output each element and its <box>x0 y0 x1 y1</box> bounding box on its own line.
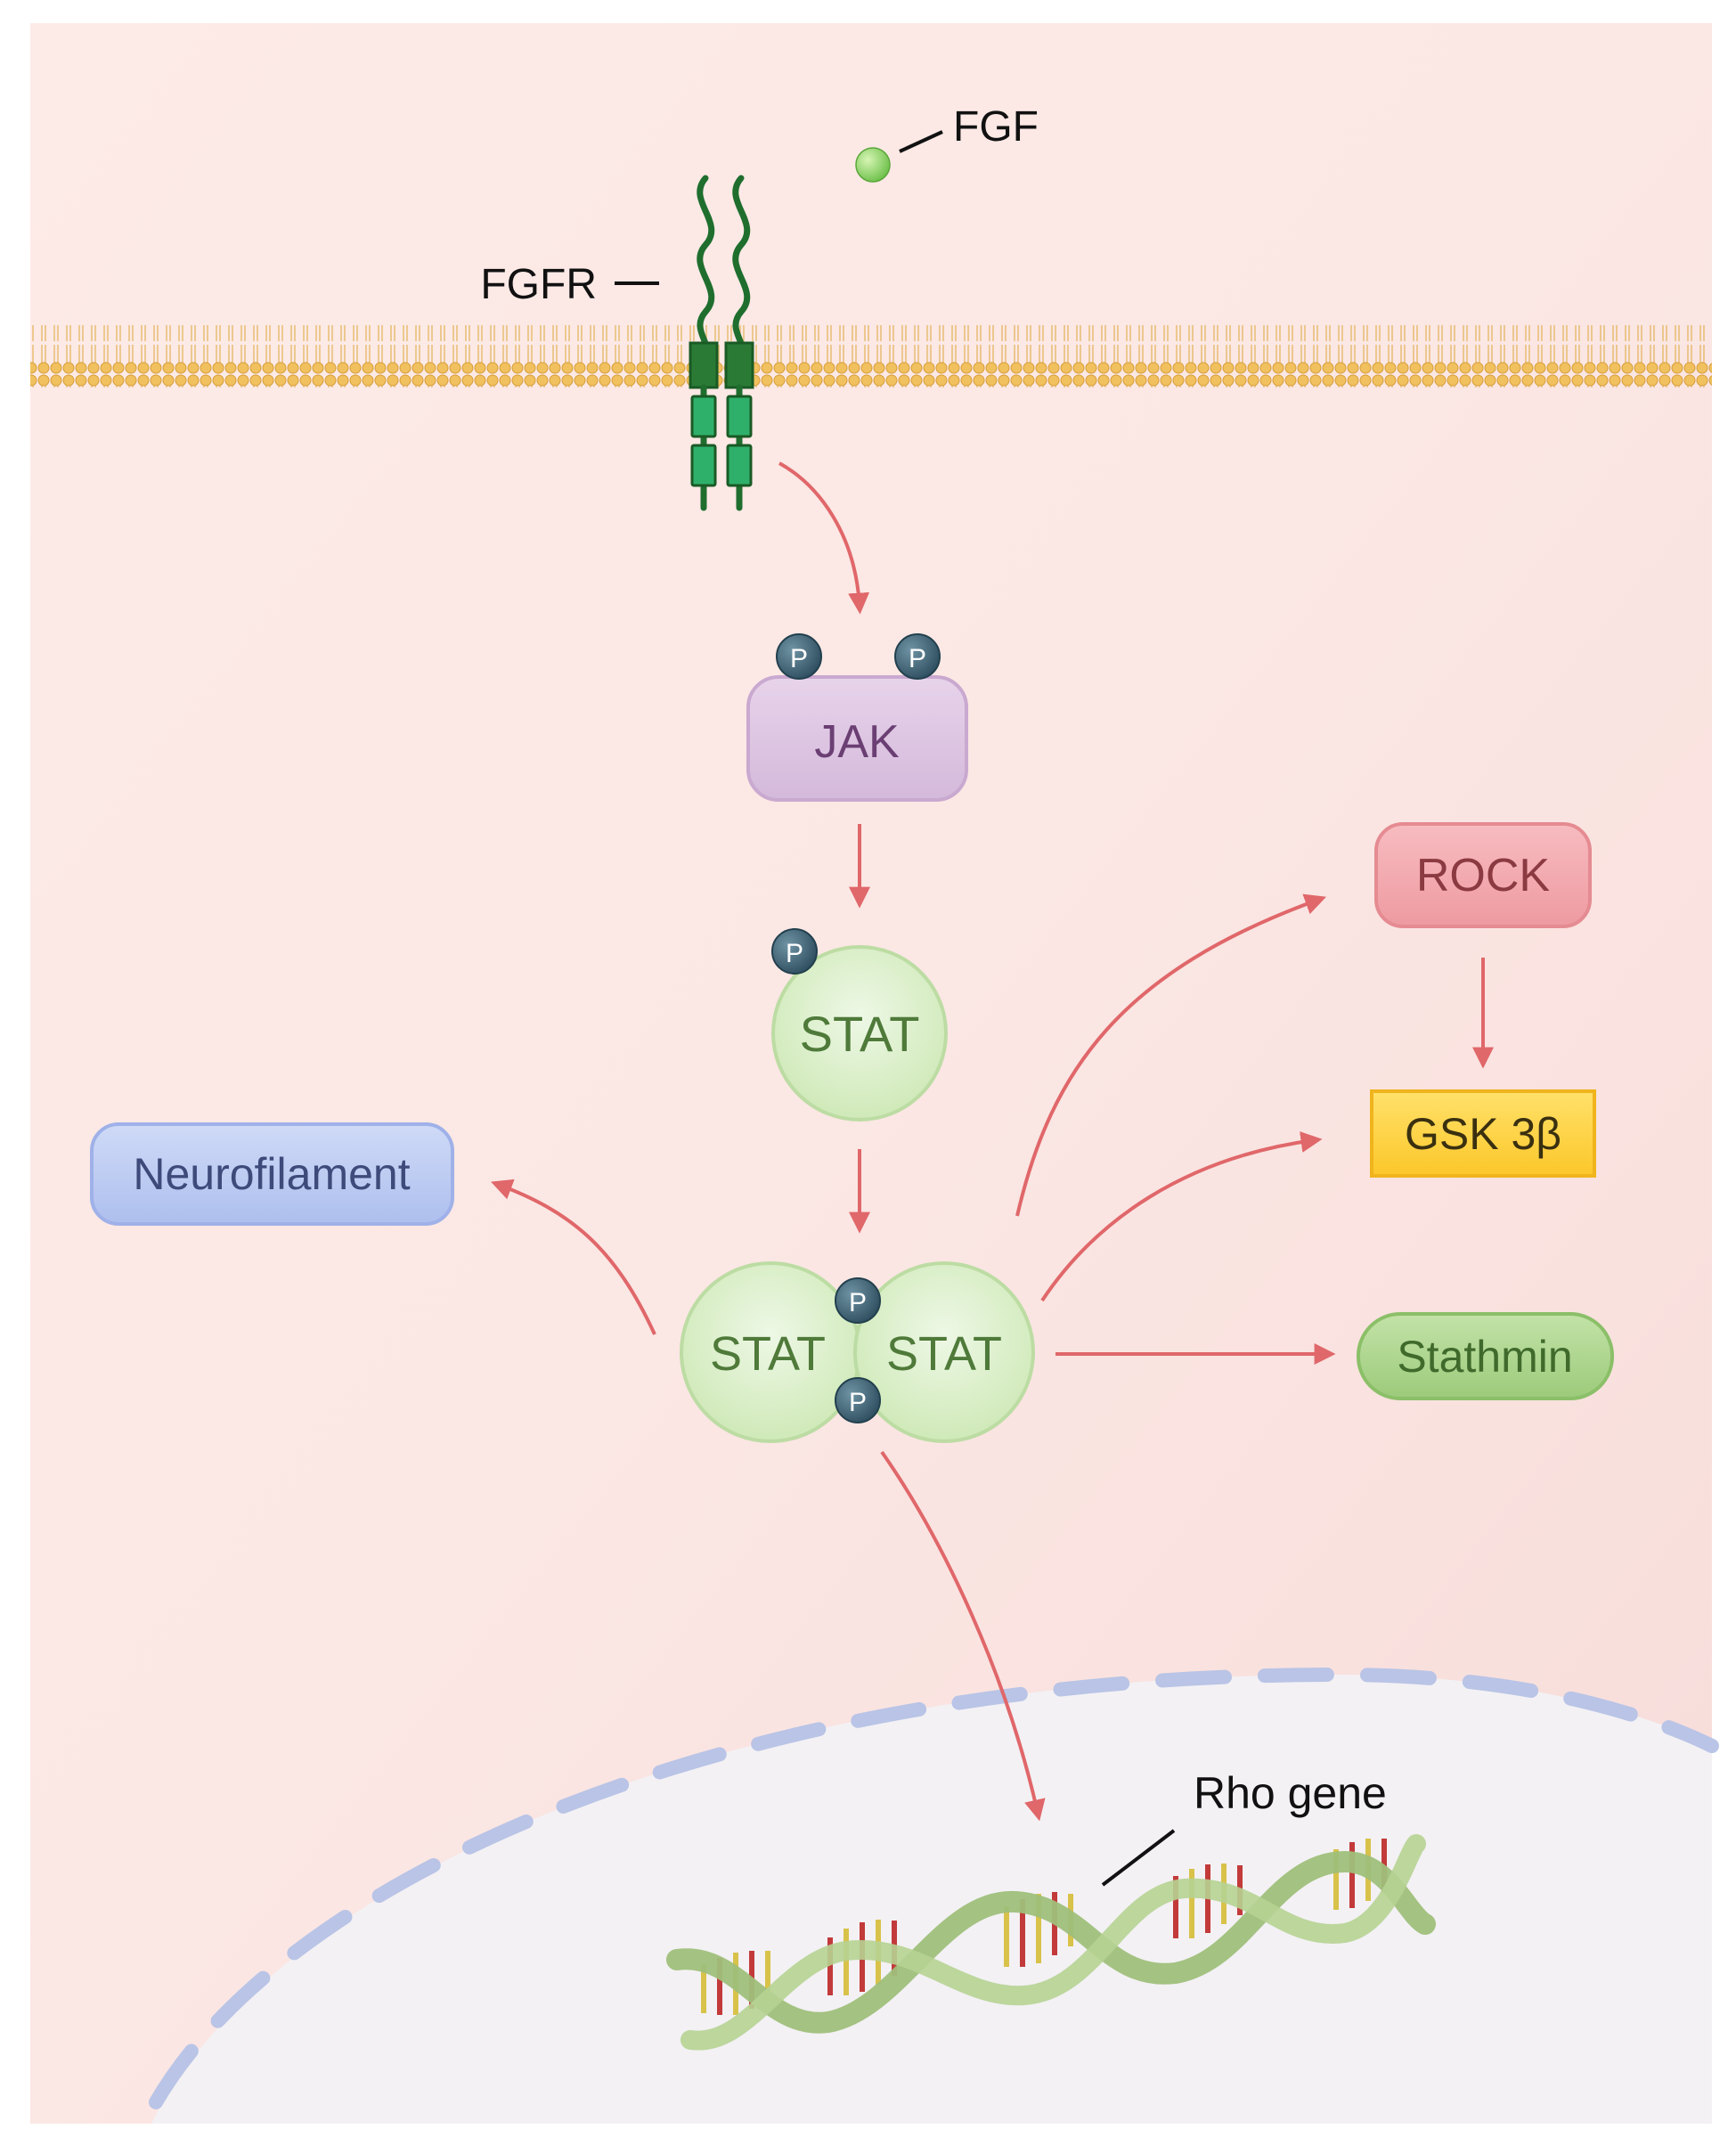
fgf-ligand: FGF <box>855 103 1039 183</box>
rho-gene-label: Rho gene <box>1194 1768 1387 1818</box>
stathmin-box <box>1357 1312 1614 1400</box>
svg-text:P: P <box>790 644 808 673</box>
jak-phospho-left: P <box>776 633 822 680</box>
stat-dimer-right-label: STAT <box>886 1327 1002 1381</box>
jak-phospho-right: P <box>894 633 941 680</box>
fgfr-wave-right <box>732 175 751 360</box>
fgfr-tm-left <box>689 341 719 389</box>
svg-text:P: P <box>909 644 926 673</box>
fgfr-tm-right <box>724 341 754 389</box>
fgf-leader-line <box>899 130 943 153</box>
fgfr-kinase-right-1 <box>726 395 753 438</box>
rho-gene-leader-line <box>1101 1829 1176 1887</box>
svg-text:P: P <box>849 1288 867 1317</box>
fgfr-kinase-left-1 <box>690 395 717 438</box>
gsk3b-node: GSK 3β <box>1370 1089 1596 1178</box>
dna-strand-back <box>681 1834 1426 2051</box>
jak-node: JAK P P <box>746 633 968 802</box>
stat-dimer: STAT STAT P P <box>680 1261 1035 1443</box>
stat-label: STAT <box>800 1006 920 1062</box>
fgfr-receptor <box>689 175 754 511</box>
rock-node: ROCK <box>1374 822 1592 928</box>
stat-monomer: STAT P <box>771 928 948 1121</box>
fgfr-kinase-left-2 <box>690 444 717 487</box>
stat-dimer-phospho-top: P <box>835 1277 881 1324</box>
fgfr-kinase-right-2 <box>726 444 753 487</box>
neurofilament-box <box>90 1122 454 1226</box>
svg-text:P: P <box>849 1388 867 1417</box>
gsk-box <box>1370 1089 1596 1178</box>
arrow-dimer-to-rock <box>1015 893 1327 1217</box>
jak-box <box>746 675 968 802</box>
rho-gene-dna <box>666 1834 1436 2051</box>
fgf-label: FGF <box>953 103 1039 151</box>
fgf-ball-icon <box>855 147 891 183</box>
svg-text:P: P <box>786 939 803 968</box>
stat-dimer-left-label: STAT <box>710 1327 826 1381</box>
stat-circle <box>771 945 948 1121</box>
nucleus <box>149 1667 1719 2124</box>
nuclear-envelope <box>149 1667 1719 2109</box>
dna-strand-front <box>666 1850 1436 2034</box>
rock-box <box>1374 822 1592 928</box>
arrow-dimer-to-neurofilament <box>491 1179 656 1335</box>
stathmin-node: Stathmin <box>1357 1312 1614 1400</box>
jak-label: JAK <box>814 716 900 768</box>
fgfr-label: FGFR <box>480 261 597 308</box>
cell-membrane <box>30 325 1712 387</box>
arrow-fgfr-to-jak <box>778 461 870 615</box>
stathmin-label: Stathmin <box>1397 1332 1572 1382</box>
stat-dimer-right-circle <box>853 1261 1035 1443</box>
neurofilament-node: Neurofilament <box>90 1122 454 1226</box>
fgfr-wave-left <box>697 175 715 360</box>
neurofilament-label: Neurofilament <box>133 1149 410 1199</box>
arrow-dimer-to-gsk <box>1040 1131 1323 1302</box>
arrow-dimer-to-rho-gene <box>880 1450 1046 1822</box>
rock-label: ROCK <box>1416 850 1551 901</box>
stat-phospho: P <box>771 928 818 975</box>
stat-dimer-phospho-bottom: P <box>835 1377 881 1423</box>
arrows <box>491 461 1494 1822</box>
gsk-label: GSK 3β <box>1405 1109 1561 1159</box>
